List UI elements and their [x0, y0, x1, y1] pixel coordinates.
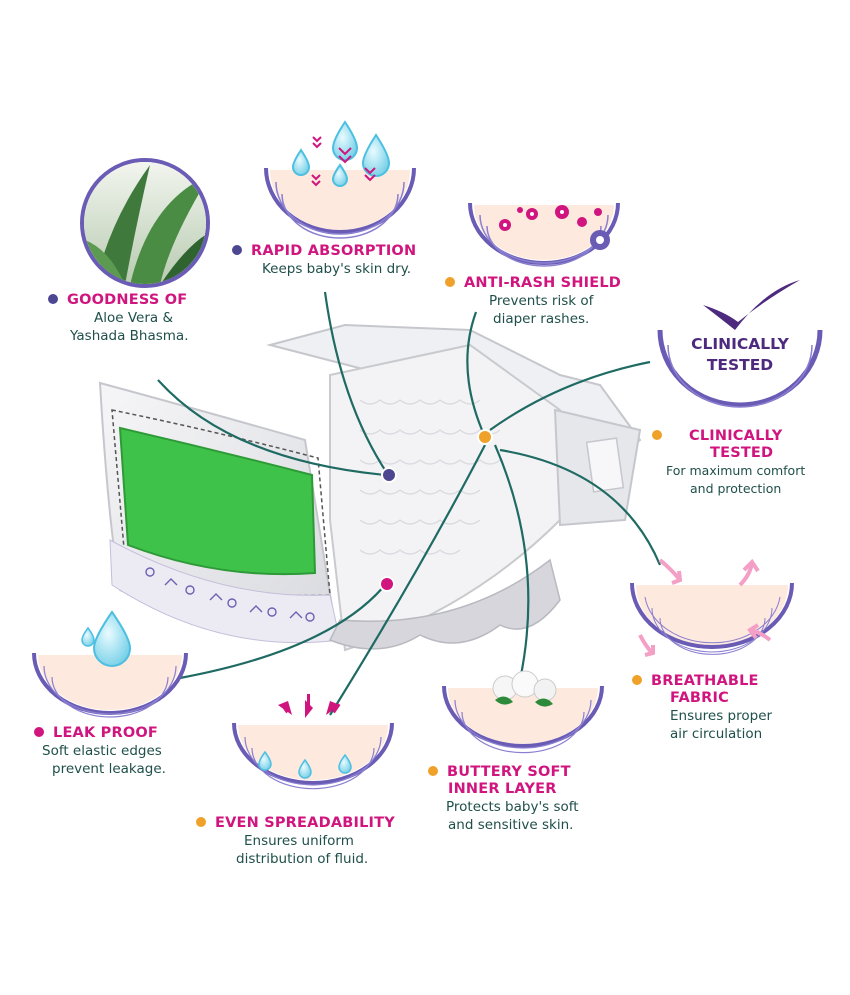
- feature-title: ANTI-RASH SHIELD: [464, 275, 622, 291]
- anti-rash-bowl: [468, 202, 620, 267]
- bullet-icon: [428, 766, 438, 776]
- bullet-icon: [48, 294, 58, 304]
- feature-desc: Keeps baby's skin dry.: [262, 261, 412, 277]
- feature-desc-1: Prevents risk of: [489, 293, 594, 309]
- aloe-vera-image: [80, 158, 210, 288]
- bullet-icon: [34, 727, 44, 737]
- bullet-icon: [232, 245, 242, 255]
- badge-line2: TESTED: [706, 356, 774, 374]
- bullet-icon: [652, 430, 662, 440]
- buttery-soft-bowl: [442, 670, 604, 754]
- bullet-icon: [632, 675, 642, 685]
- feature-breathable: BREATHABLE FABRIC Ensures proper air cir…: [632, 673, 832, 743]
- feature-desc-2: prevent leakage.: [52, 761, 166, 777]
- feature-desc-1: Soft elastic edges: [42, 743, 162, 759]
- feature-desc-1: Ensures uniform: [244, 833, 354, 849]
- feature-title: EVEN SPREADABILITY: [215, 815, 395, 831]
- feature-title-2: INNER LAYER: [448, 781, 557, 797]
- hotspot-core: [477, 429, 493, 445]
- absorption-bowl: [264, 120, 416, 239]
- arrow-icon: [638, 558, 772, 657]
- water-drop-icon: [291, 120, 391, 187]
- cotton-flower-icon: [492, 670, 557, 707]
- leak-proof-bowl: [32, 610, 188, 718]
- feature-desc-2: and protection: [690, 481, 782, 496]
- feature-desc-2: Yashada Bhasma.: [70, 328, 189, 344]
- connector-lines: [157, 291, 662, 716]
- feature-title-1: CLINICALLY: [689, 428, 783, 444]
- feature-desc-2: distribution of fluid.: [236, 851, 369, 867]
- feature-anti-rash: ANTI-RASH SHIELD Prevents risk of diaper…: [445, 275, 665, 328]
- feature-clinically-tested: CLINICALLY TESTED For maximum comfort an…: [652, 428, 832, 498]
- check-mark-icon: [703, 280, 800, 330]
- feature-leak-proof: LEAK PROOF Soft elastic edges prevent le…: [34, 725, 234, 778]
- feature-title-1: BREATHABLE: [651, 673, 759, 689]
- diaper-image: [98, 323, 642, 652]
- feature-title: LEAK PROOF: [53, 725, 159, 741]
- badge-line1: CLINICALLY: [691, 335, 789, 353]
- feature-desc-2: air circulation: [670, 726, 763, 742]
- feature-title-1: BUTTERY SOFT: [447, 764, 571, 780]
- feature-title: RAPID ABSORPTION: [251, 243, 417, 259]
- badge-text: CLINICALLY TESTED: [665, 334, 815, 376]
- feature-desc-2: and sensitive skin.: [448, 817, 574, 833]
- clinically-tested-badge: [657, 280, 823, 408]
- feature-rapid-absorption: RAPID ABSORPTION Keeps baby's skin dry.: [232, 243, 452, 278]
- feature-goodness: GOODNESS OF Aloe Vera & Yashada Bhasma.: [48, 292, 248, 345]
- feature-desc-1: For maximum comfort: [666, 463, 806, 478]
- feature-title: GOODNESS OF: [67, 292, 188, 308]
- bullet-icon: [196, 817, 206, 827]
- feature-title-2: FABRIC: [670, 690, 729, 706]
- feature-buttery-soft: BUTTERY SOFT INNER LAYER Protects baby's…: [428, 764, 628, 834]
- breathable-bowl: [630, 558, 794, 657]
- feature-desc-2: diaper rashes.: [493, 311, 590, 327]
- hotspot-leak: [379, 576, 395, 592]
- bullet-icon: [445, 277, 455, 287]
- feature-desc-1: Aloe Vera &: [94, 310, 173, 326]
- feature-title-2: TESTED: [710, 445, 774, 461]
- feature-even-spread: EVEN SPREADABILITY Ensures uniform distr…: [196, 815, 426, 868]
- feature-desc-1: Protects baby's soft: [446, 799, 579, 815]
- feature-desc-1: Ensures proper: [670, 708, 773, 724]
- hotspot-absorption: [381, 467, 397, 483]
- even-spread-bowl: [232, 694, 394, 790]
